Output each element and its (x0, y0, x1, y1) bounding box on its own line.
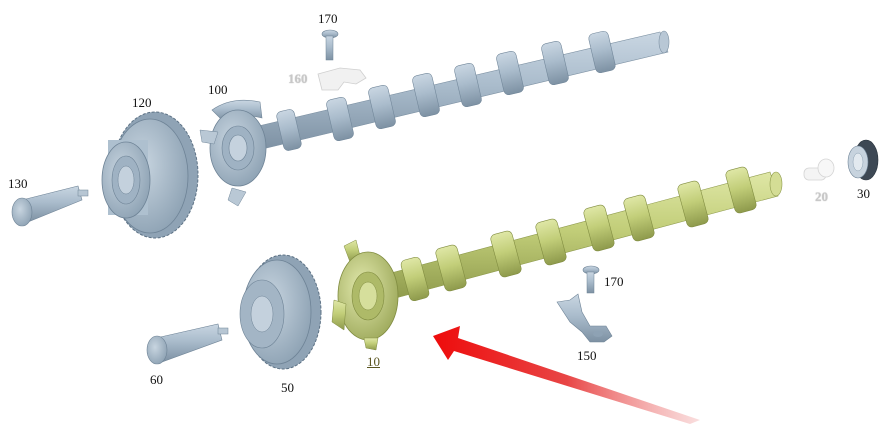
plug-20 (803, 158, 835, 181)
label-60: 60 (150, 372, 163, 387)
label-100: 100 (208, 82, 228, 97)
screw-170-top (321, 29, 339, 61)
label-30: 30 (857, 186, 870, 201)
central-valve-bolt-60 (146, 323, 229, 365)
camshaft-adjuster-120 (101, 111, 199, 239)
exhaust-camshaft-10 (379, 166, 783, 302)
intake-camshaft (249, 30, 670, 151)
label-50: 50 (281, 380, 294, 395)
clip-160 (317, 67, 367, 91)
label-20: 20 (815, 189, 828, 204)
red-arrow-annotation (433, 326, 700, 424)
reluctor-wheel-10 (331, 239, 399, 351)
label-170-lower: 170 (604, 274, 624, 289)
label-150: 150 (577, 348, 597, 363)
label-160: 160 (288, 71, 308, 86)
camshaft-adjuster-50 (239, 254, 322, 370)
bracket-150 (556, 293, 613, 343)
central-valve-bolt-130 (11, 185, 89, 227)
seal-cap-30 (847, 139, 879, 181)
label-130: 130 (8, 176, 28, 191)
label-170-top: 170 (318, 11, 338, 26)
label-120: 120 (132, 95, 152, 110)
label-10-link[interactable]: 10 (367, 354, 380, 369)
screw-170-lower (582, 265, 600, 294)
reluctor-wheel-100 (199, 99, 267, 207)
